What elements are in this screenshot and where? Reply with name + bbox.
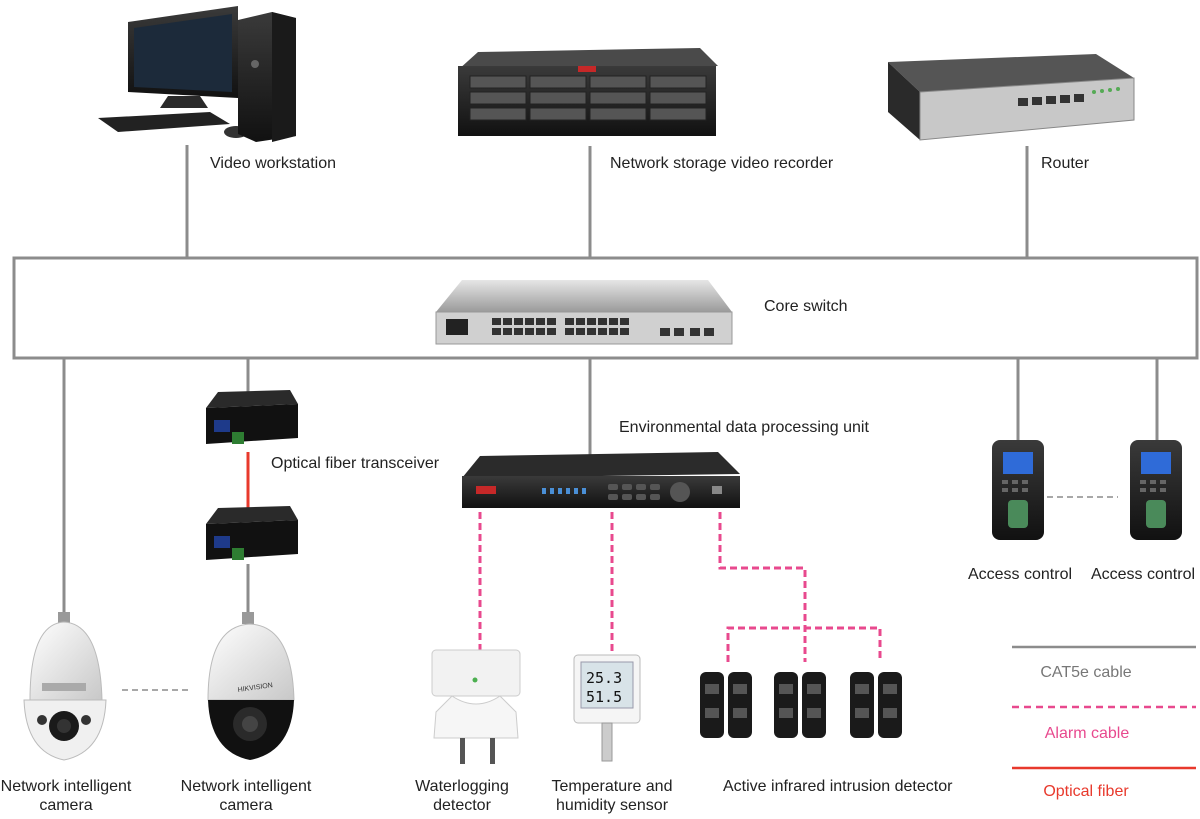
router-icon [888,54,1135,141]
optical-transceiver-top-icon [206,390,298,444]
core-switch-icon [435,280,733,345]
waterlogging-label-text: Waterlogging detector [415,778,509,814]
network-storage-icon [458,48,718,136]
camera-brand-label: HIKVISION [237,682,273,694]
optical-transceiver-label: Optical fiber transceiver [271,455,440,472]
access-control-left-icon [992,440,1044,540]
waterlogging-label: Waterlogging detector [415,777,509,815]
network-camera-left-icon [23,612,107,761]
sensor-humidity-readout: 51.5 [586,688,622,706]
alarm-connections [478,512,882,662]
camera-label-left-text: Network intelligent camera [0,778,132,814]
dashed-links [122,496,1118,691]
access-control-label-right: Access control [1090,566,1196,583]
camera-label-left: Network intelligent camera [1,777,132,815]
core-switch-label: Core switch [764,298,848,315]
optical-transceiver-bottom-icon [206,506,298,560]
access-control-right-icon [1130,440,1182,540]
sensor-temp-readout: 25.3 [586,669,622,687]
access-control-label-left: Access control [967,566,1073,583]
video-workstation-icon [98,6,296,142]
legend-optical-label: Optical fiber [1043,783,1129,800]
temp-humidity-label: Temperature and humidity sensor [552,777,673,815]
video-workstation-label: Video workstation [210,155,336,172]
network-storage-label: Network storage video recorder [610,155,834,172]
env-unit-label: Environmental data processing unit [619,419,869,436]
legend-cat5e-label: CAT5e cable [1040,664,1132,681]
temp-humidity-sensor-icon: 25.3 51.5 [573,654,641,762]
waterlogging-detector-icon [431,649,521,764]
legend-alarm-label: Alarm cable [1044,725,1130,742]
env-processing-unit-icon [462,452,740,508]
infrared-label: Active infrared intrusion detector [723,778,953,795]
camera-label-right-text: Network intelligent camera [180,778,312,814]
cat5e-connections [62,145,1159,612]
infrared-detector-icon [700,672,902,738]
camera-label-right: Network intelligent camera [181,777,312,815]
temp-humidity-label-text: Temperature and humidity sensor [551,778,673,814]
router-label: Router [1041,155,1090,172]
network-camera-right-icon [207,612,295,760]
legend [1012,645,1196,770]
